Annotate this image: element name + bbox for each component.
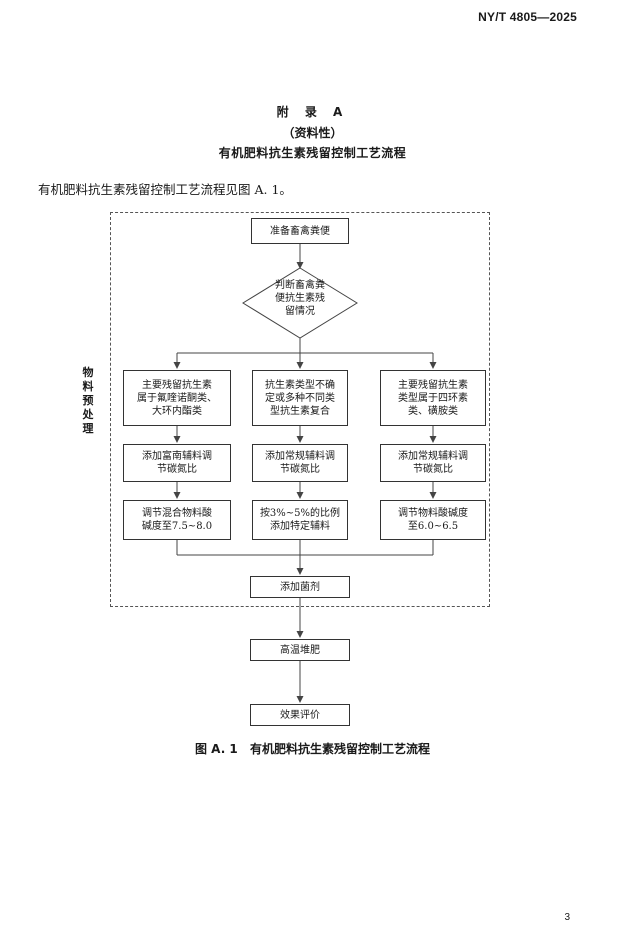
branch-2-category: 抗生素类型不确 定或多种不同类 型抗生素复合: [252, 370, 348, 426]
standard-code: NY/T 4805—2025: [478, 10, 577, 24]
branch-1-adjust-cn: 添加富南辅料调 节碳氮比: [123, 444, 231, 482]
pretreatment-label-text: 物 料 预 处 理: [82, 366, 94, 435]
figure-title: 有机肥料抗生素残留控制工艺流程: [249, 742, 430, 756]
appendix-heading: 有机肥料抗生素残留控制工艺流程: [218, 146, 407, 160]
figure-caption: 图 A. 1 有机肥料抗生素残留控制工艺流程: [0, 740, 625, 757]
figure-number: 图 A. 1: [195, 742, 238, 756]
intro-paragraph: 有机肥料抗生素残留控制工艺流程见图 A. 1。: [38, 182, 292, 197]
branch-2-adjust-cn: 添加常规辅料调 节碳氮比: [252, 444, 348, 482]
branch-1-adjust-ph: 调节混合物料酸 碱度至7.5~8.0: [123, 500, 231, 540]
appendix-nature: （资料性）: [282, 126, 343, 140]
step-evaluate: 效果评价: [250, 704, 350, 726]
step-add-agent: 添加菌剂: [250, 576, 350, 598]
branch-3-adjust-cn: 添加常规辅料调 节碳氮比: [380, 444, 486, 482]
step-prepare-manure: 准备畜禽粪便: [251, 218, 349, 244]
step-compost: 高温堆肥: [250, 639, 350, 661]
branch-3-adjust-ph: 调节物料酸碱度 至6.0~6.5: [380, 500, 486, 540]
branch-2-adjust-ph: 按3%~5%的比例 添加特定辅料: [252, 500, 348, 540]
branch-3-category: 主要残留抗生素 类型属于四环素 类、磺胺类: [380, 370, 486, 426]
pretreatment-label: 物 料 预 处 理: [80, 366, 96, 436]
branch-1-category: 主要残留抗生素 属于氟喹诺酮类、 大环内酯类: [123, 370, 231, 426]
step-judge-residue: 判断畜禽粪 便抗生素残 留情况: [275, 280, 325, 317]
decision-diamond: [242, 267, 358, 339]
page-number: 3: [564, 912, 570, 923]
appendix-title: 附 录 A: [276, 105, 349, 119]
